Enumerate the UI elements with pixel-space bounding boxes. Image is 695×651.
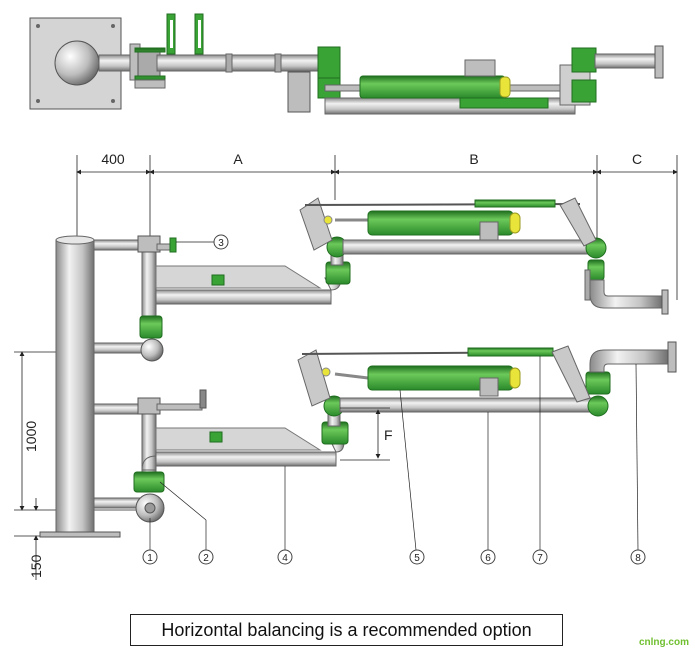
svg-text:6: 6 (485, 553, 491, 564)
callout-3: 3 (213, 234, 229, 250)
dim-c: C (632, 151, 642, 167)
dim-b: B (469, 151, 478, 167)
dim-400: 400 (101, 151, 125, 167)
dim-a: A (233, 151, 243, 167)
top-dimensions (76, 155, 678, 300)
f-dimension (340, 407, 390, 461)
caption-box: Horizontal balancing is a recommended op… (130, 614, 563, 646)
grease-nipple-icon (169, 237, 177, 253)
callout-6: 6 (480, 549, 496, 565)
riser-column (39, 235, 145, 538)
svg-text:7: 7 (537, 553, 543, 564)
lower-arm (133, 341, 677, 523)
dim-150: 150 (28, 554, 44, 578)
callout-leaders (149, 241, 639, 551)
caption-text: Horizontal balancing is a recommended op… (161, 619, 532, 640)
svg-text:3: 3 (218, 238, 224, 249)
svg-text:2: 2 (203, 553, 209, 564)
svg-text:4: 4 (282, 553, 288, 564)
top-cylinder (359, 75, 506, 99)
svg-text:5: 5 (414, 553, 420, 564)
callout-1: 1 (142, 549, 158, 565)
dim-1000: 1000 (23, 421, 39, 452)
upper-arm (137, 197, 669, 362)
callout-7: 7 (532, 549, 548, 565)
callout-8: 8 (630, 549, 646, 565)
callout-2: 2 (198, 549, 214, 565)
watermark-text: cnlng.com (638, 637, 689, 648)
svg-text:8: 8 (635, 553, 641, 564)
callout-5: 5 (409, 549, 425, 565)
upper-inlet-flange (140, 338, 164, 362)
dim-f: F (384, 427, 393, 443)
top-view (29, 13, 664, 115)
top-inner-arm (156, 54, 328, 72)
riser-top-circle (54, 40, 100, 86)
callout-4: 4 (277, 549, 293, 565)
svg-text:1: 1 (147, 553, 153, 564)
